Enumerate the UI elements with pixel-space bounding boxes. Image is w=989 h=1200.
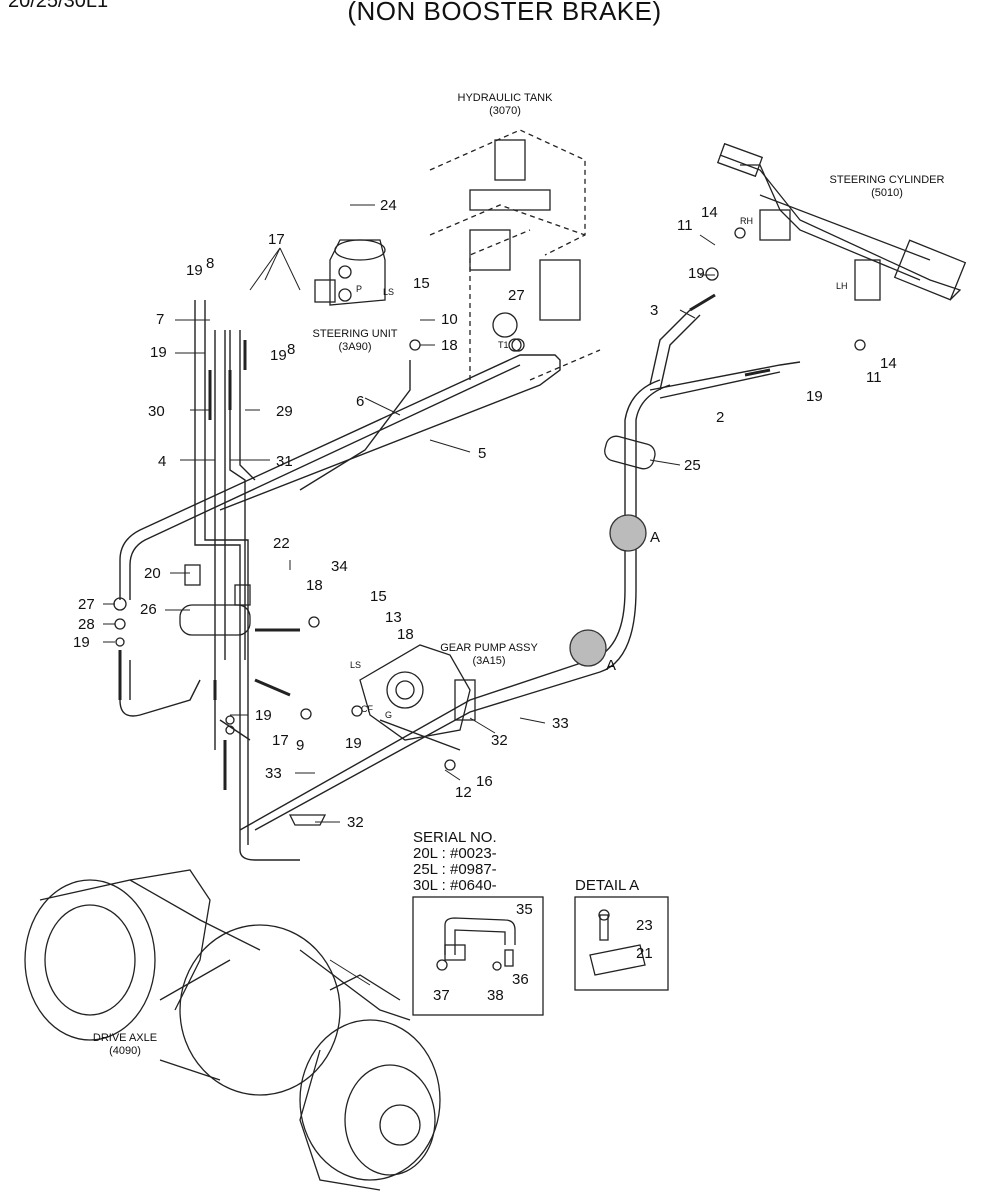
part-14: 14 (880, 355, 897, 372)
part-21: 21 (636, 945, 653, 962)
part-32: 32 (347, 814, 364, 831)
part-14: 14 (701, 204, 718, 221)
steering-unit-label: STEERING UNIT(3A90) (312, 328, 398, 353)
part-8: 8 (287, 341, 296, 358)
part-15: 15 (413, 275, 430, 292)
part-33: 33 (265, 765, 282, 782)
detail-a-box (574, 896, 669, 991)
part-26: 26 (140, 601, 157, 618)
hose-segments (118, 293, 771, 790)
fittings (113, 227, 866, 771)
part-19: 19 (255, 707, 272, 724)
part-25: 25 (684, 457, 701, 474)
port-p: P (356, 284, 363, 294)
part-30: 30 (148, 403, 165, 420)
part-17: 17 (272, 732, 289, 749)
drive-axle-drawing (24, 869, 441, 1191)
port-rh: RH (740, 216, 753, 226)
part-19: 19 (806, 388, 823, 405)
part-36: 36 (512, 971, 529, 988)
part-18: 18 (397, 626, 414, 643)
callout-leaders (103, 204, 716, 986)
port-ls-pump: LS (350, 660, 362, 670)
drive-axle-label: DRIVE AXLE(4090) (92, 1032, 158, 1057)
steering-unit-drawing (314, 239, 386, 306)
part-2: 2 (716, 409, 725, 426)
port-t1: T1 (498, 340, 509, 350)
part-9: 9 (296, 737, 305, 754)
port-g: G (385, 710, 393, 720)
part-27: 27 (508, 287, 525, 304)
serial-line-25l: 25L : #0987- (413, 861, 497, 878)
hydraulic-tank-label: HYDRAULIC TANK(3070) (457, 92, 553, 117)
header-fragment: 20/25/30L1 (8, 0, 109, 12)
part-23: 23 (636, 917, 653, 934)
detail-a-title: DETAIL A (575, 877, 640, 894)
gear-pump-drawing (359, 644, 476, 741)
detail-a-markers (569, 514, 647, 667)
part-19: 19 (688, 265, 705, 282)
part-13: 13 (385, 609, 402, 626)
part-4: 4 (158, 453, 167, 470)
hydraulic-lines (119, 300, 801, 861)
part-19: 19 (73, 634, 90, 651)
port-cf: CF (361, 704, 373, 714)
part-3: 3 (650, 302, 659, 319)
part-11: 11 (866, 369, 882, 386)
part-19: 19 (186, 262, 203, 279)
part-18: 18 (441, 337, 458, 354)
part-28: 28 (78, 616, 95, 633)
hydraulic-tank-drawing (429, 129, 601, 381)
part-29: 29 (276, 403, 293, 420)
detail-marker-a1: A (650, 529, 661, 546)
part-34: 34 (331, 558, 348, 575)
part-10: 10 (441, 311, 458, 328)
part-16: 16 (476, 773, 493, 790)
page-title: (NON BOOSTER BRAKE) (347, 0, 662, 26)
port-lh: LH (836, 281, 848, 291)
part-19: 19 (270, 347, 287, 364)
detail-marker-a2: A (606, 657, 617, 674)
serial-title: SERIAL NO. (413, 829, 497, 846)
part-35: 35 (516, 901, 533, 918)
part-33: 33 (552, 715, 569, 732)
part-7: 7 (156, 311, 165, 328)
part-11: 11 (677, 217, 693, 234)
part-18: 18 (306, 577, 323, 594)
part-12: 12 (455, 784, 472, 801)
serial-part-drawing (436, 917, 516, 971)
part-32: 32 (491, 732, 508, 749)
part-17: 17 (268, 231, 285, 248)
detail-a-part (589, 909, 646, 976)
part-15: 15 (370, 588, 387, 605)
part-31: 31 (276, 453, 293, 470)
part-37: 37 (433, 987, 450, 1004)
clamps (179, 435, 656, 826)
steering-cylinder-drawing (716, 142, 967, 301)
part-5: 5 (478, 445, 487, 462)
part-6: 6 (356, 393, 365, 410)
part-38: 38 (487, 987, 504, 1004)
part-19: 19 (150, 344, 167, 361)
serial-line-30l: 30L : #0640- (413, 877, 497, 894)
tank-fittings (469, 139, 581, 352)
serial-line-20l: 20L : #0023- (413, 845, 497, 862)
part-27: 27 (78, 596, 95, 613)
part-19: 19 (345, 735, 362, 752)
serial-box (412, 896, 544, 1016)
port-ls: LS (383, 287, 395, 297)
steering-cylinder-label: STEERING CYLINDER(5010) (829, 174, 945, 199)
gear-pump-label: GEAR PUMP ASSY(3A15) (440, 642, 538, 667)
part-24: 24 (380, 197, 397, 214)
part-8: 8 (206, 255, 215, 272)
part-20: 20 (144, 565, 161, 582)
part-22: 22 (273, 535, 290, 552)
